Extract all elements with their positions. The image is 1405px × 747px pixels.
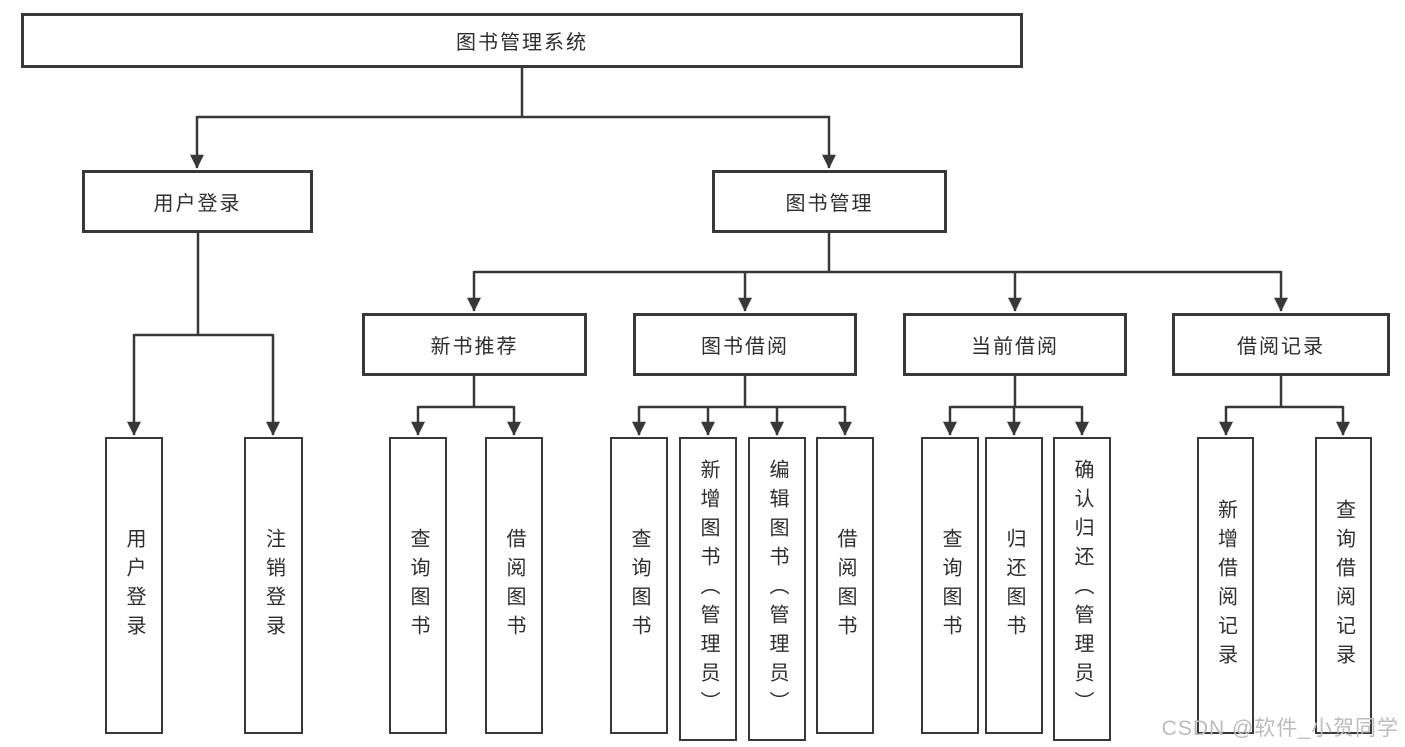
leaf-label: 编辑图书（管理员） [766, 458, 788, 720]
leaf-label: 用户登录 [123, 527, 145, 644]
node-recommend-query-books: 查询图书 [389, 437, 447, 734]
node-records-add-borrow-record: 新增借阅记录 [1197, 437, 1254, 734]
node-user-login: 用户登录 [82, 170, 313, 233]
leaf-label: 新增图书（管理员） [697, 458, 719, 720]
node-logout-action: 注销登录 [244, 437, 303, 734]
leaf-label: 借阅图书 [503, 527, 525, 644]
csdn-watermark: CSDN @软件_小贺同学 [1161, 717, 1399, 740]
node-borrowing-edit-books-admin: 编辑图书（管理员） [748, 437, 806, 741]
node-current-query-books: 查询图书 [921, 437, 979, 734]
leaf-label: 借阅图书 [834, 527, 856, 644]
node-recommend-borrow-books: 借阅图书 [485, 437, 543, 734]
node-current-return-books: 归还图书 [985, 437, 1043, 734]
node-borrowing-add-books-admin: 新增图书（管理员） [679, 437, 737, 741]
leaf-label: 归还图书 [1003, 527, 1025, 644]
node-system-root: 图书管理系统 [21, 13, 1023, 68]
leaf-label: 确认归还（管理员） [1071, 458, 1093, 720]
leaf-label: 新增借阅记录 [1214, 498, 1237, 673]
leaf-label: 查询借阅记录 [1332, 498, 1355, 673]
node-current-confirm-return-admin: 确认归还（管理员） [1053, 437, 1111, 741]
node-borrowing-query-books: 查询图书 [610, 437, 668, 734]
node-new-book-recommend: 新书推荐 [362, 313, 587, 376]
node-borrowing-borrow-books: 借阅图书 [816, 437, 874, 734]
node-user-login-action: 用户登录 [105, 437, 163, 734]
node-records-query-borrow-record: 查询借阅记录 [1315, 437, 1372, 734]
node-borrow-records: 借阅记录 [1172, 313, 1390, 376]
leaf-label: 查询图书 [407, 527, 429, 644]
leaf-label: 查询图书 [628, 527, 650, 644]
leaf-label: 查询图书 [939, 527, 961, 644]
node-current-borrowing: 当前借阅 [903, 313, 1127, 376]
node-book-management: 图书管理 [712, 170, 947, 233]
node-book-borrowing: 图书借阅 [633, 313, 857, 376]
leaf-label: 注销登录 [262, 527, 285, 644]
